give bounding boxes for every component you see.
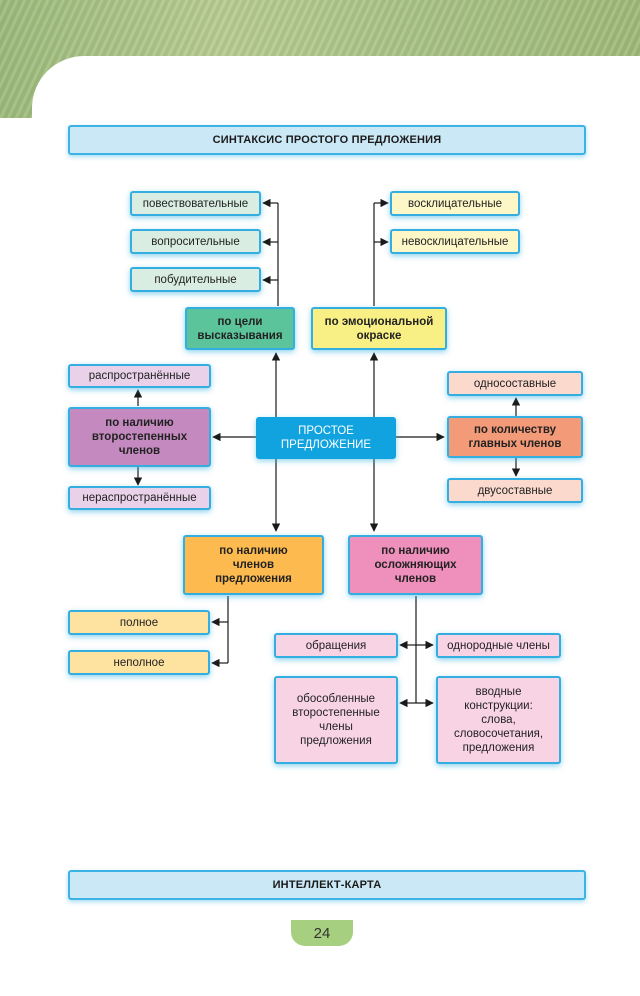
diagram-title: СИНТАКСИС ПРОСТОГО ПРЕДЛОЖЕНИЯ (212, 134, 442, 146)
introductory-line-4: словосочетания, (453, 728, 544, 740)
emotion-label-line-2: окраске (356, 329, 402, 342)
members-item-incomplete: неполное (68, 650, 210, 675)
emotion-label-line-1: по эмоциональной (324, 315, 434, 328)
complicating-label-line-2: осложняющих (374, 559, 457, 571)
secondary-item-label: нераспространённые (82, 492, 197, 504)
connector-lines (133, 198, 521, 708)
page-number: 24 (291, 920, 353, 946)
page-number-label: 24 (313, 924, 331, 942)
emotion-category: по эмоциональной окраске (311, 307, 447, 350)
purpose-item-narrative: повествовательные (130, 191, 261, 216)
members-item-label: полное (119, 616, 159, 629)
purpose-label-line-2: высказывания (197, 329, 283, 342)
introductory-line-2: конструкции: (464, 700, 533, 712)
introductory-line-1: вводные (475, 686, 522, 698)
purpose-item-label: повествовательные (142, 197, 249, 210)
complicating-category: по наличию осложняющих членов (348, 535, 483, 595)
members-label-line-2: членов (232, 559, 275, 571)
secondary-item-label: распространённые (88, 370, 191, 382)
secondary-category: по наличию второстепенных членов (68, 407, 211, 467)
isolated-line-4: предложения (300, 735, 372, 747)
complicating-label-line-1: по наличию (381, 545, 450, 557)
emotion-item-label: восклицательные (407, 197, 503, 210)
members-label-line-1: по наличию (219, 545, 288, 557)
main-members-item-two-part: двусоставные (447, 478, 583, 503)
emotion-item-label: невосклицательные (401, 235, 509, 248)
secondary-label-line-2: второстепенных (91, 431, 188, 443)
main-members-item-one-part: односоставные (447, 371, 583, 396)
secondary-label-line-1: по наличию (105, 417, 174, 429)
main-members-label-line-2: главных членов (468, 438, 562, 450)
main-members-label-line-1: по количеству (473, 424, 556, 436)
main-members-item-label: двусоставные (477, 484, 553, 497)
complicating-item-address: обращения (274, 633, 398, 658)
diagram-title-bar: СИНТАКСИС ПРОСТОГО ПРЕДЛОЖЕНИЯ (68, 125, 586, 155)
footer-title-bar: ИНТЕЛЛЕКТ-КАРТА (68, 870, 586, 900)
isolated-line-2: второстепенные (292, 707, 380, 719)
isolated-line-1: обособленные (296, 693, 376, 705)
complicating-item-homogeneous: однородные члены (436, 633, 561, 658)
isolated-line-3: члены (319, 721, 353, 733)
complicating-item-label: обращения (305, 639, 367, 652)
members-item-label: неполное (113, 656, 165, 669)
introductory-line-5: предложения (462, 742, 535, 754)
center-line-1: ПРОСТОЕ (298, 425, 354, 437)
purpose-category: по цели высказывания (185, 307, 295, 350)
secondary-item-extended: распространённые (68, 364, 211, 388)
complicating-item-isolated: обособленные второстепенные члены предло… (274, 676, 398, 764)
members-category: по наличию членов предложения (183, 535, 324, 595)
main-members-category: по количеству главных членов (447, 416, 583, 458)
center-line-2: ПРЕДЛОЖЕНИЕ (280, 439, 372, 451)
secondary-label-line-3: членов (118, 445, 161, 457)
purpose-item-interrogative: вопросительные (130, 229, 261, 254)
members-label-line-3: предложения (215, 573, 292, 585)
members-item-complete: полное (68, 610, 210, 635)
complicating-label-line-3: членов (394, 573, 437, 585)
secondary-item-non-extended: нераспространённые (68, 486, 211, 510)
complicating-item-introductory: вводные конструкции: слова, словосочетан… (436, 676, 561, 764)
purpose-label-line-1: по цели (217, 315, 263, 328)
main-members-item-label: односоставные (473, 377, 557, 390)
purpose-item-label: побудительные (154, 273, 237, 286)
complicating-item-label: однородные члены (447, 639, 550, 652)
emotion-item-non-exclamatory: невосклицательные (390, 229, 520, 254)
purpose-item-imperative: побудительные (130, 267, 261, 292)
emotion-item-exclamatory: восклицательные (390, 191, 520, 216)
center-node: ПРОСТОЕ ПРЕДЛОЖЕНИЕ (256, 417, 396, 459)
introductory-line-3: слова, (481, 714, 516, 726)
footer-title: ИНТЕЛЛЕКТ-КАРТА (272, 879, 382, 891)
purpose-item-label: вопросительные (151, 235, 240, 248)
